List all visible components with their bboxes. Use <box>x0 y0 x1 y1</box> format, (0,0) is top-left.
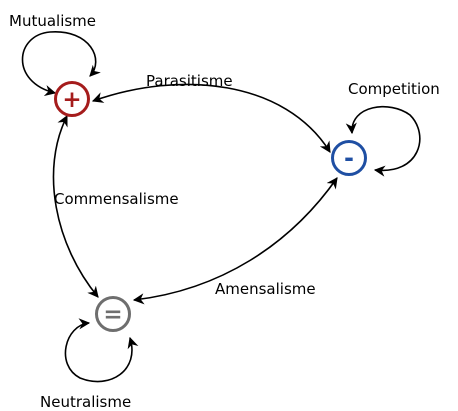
edge-commensalisme <box>52 114 99 298</box>
edge-mutualisme <box>21 31 101 97</box>
node-minus: - <box>331 140 367 176</box>
label-competition: Competition <box>348 80 440 98</box>
edge-competition <box>345 105 421 177</box>
label-commensalisme: Commensalisme <box>54 190 179 208</box>
node-plus: + <box>54 81 90 117</box>
edge-amensalisme <box>132 177 338 305</box>
label-neutralisme: Neutralisme <box>40 393 131 411</box>
edge-parasitisme <box>91 83 331 153</box>
node-plus-symbol: + <box>62 87 81 113</box>
node-equal: = <box>95 296 131 332</box>
node-minus-symbol: - <box>344 144 354 172</box>
node-equal-symbol: = <box>103 302 122 328</box>
label-amensalisme: Amensalisme <box>215 280 316 298</box>
edge-neutralisme <box>64 318 139 383</box>
label-mutualisme: Mutualisme <box>9 12 96 30</box>
label-parasitisme: Parasitisme <box>146 72 233 90</box>
